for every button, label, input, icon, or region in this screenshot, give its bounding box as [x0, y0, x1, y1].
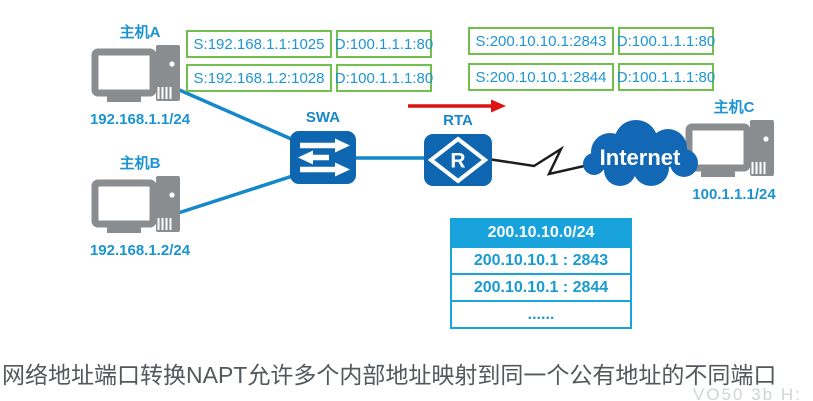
packet-src: S:200.10.10.1:2844	[468, 63, 614, 91]
napt-table-row: ......	[452, 300, 630, 327]
host-c-label: 主机C	[713, 99, 755, 116]
packet-dst: D:100.1.1.1:80	[335, 64, 433, 92]
host-b-label: 主机B	[119, 155, 161, 172]
packet-src: S:192.168.1.1:1025	[186, 30, 332, 58]
caption-text: 网络地址端口转换NAPT允许多个内部地址映射到同一个公有地址的不同端口	[2, 362, 777, 388]
link-hosta-switch	[167, 83, 306, 147]
computer-icon	[685, 120, 774, 177]
packet-private-2: S:192.168.1.2:1028 D:100.1.1.1:80	[186, 64, 433, 92]
host-c: 主机C 100.1.1.1/24	[670, 98, 798, 203]
packet-private-1: S:192.168.1.1:1025 D:100.1.1.1:80	[186, 30, 433, 58]
napt-table-row: 200.10.10.1 : 2843	[452, 246, 630, 273]
host-a-label: 主机A	[119, 24, 161, 41]
link-hostb-switch	[171, 170, 306, 217]
packet-public-1: S:200.10.10.1:2843 D:100.1.1.1:80	[468, 27, 715, 55]
host-b-ip: 192.168.1.2/24	[89, 242, 191, 259]
computer-icon	[91, 45, 180, 102]
switch-icon	[290, 131, 356, 184]
serial-link-zigzag	[487, 145, 603, 176]
computer-icon	[91, 176, 180, 233]
packet-src: S:192.168.1.2:1028	[186, 64, 332, 92]
host-a-ip: 192.168.1.1/24	[89, 111, 191, 128]
internet-label: Internet	[600, 145, 681, 170]
host-a: 主机A 192.168.1.1/24	[80, 23, 200, 128]
watermark-fragment: VO50 3b H:	[693, 385, 802, 401]
packet-dst: D:100.1.1.1:80	[617, 27, 715, 55]
packet-dst: D:100.1.1.1:80	[617, 63, 715, 91]
napt-table-row: 200.10.10.1 : 2844	[452, 273, 630, 300]
packet-dst: D:100.1.1.1:80	[335, 30, 433, 58]
host-b: 主机B 192.168.1.2/24	[80, 154, 200, 259]
packet-public-2: S:200.10.10.1:2844 D:100.1.1.1:80	[468, 63, 715, 91]
napt-table-header: 200.10.10.0/24	[452, 220, 630, 246]
router-label: RTA	[443, 112, 473, 129]
router-icon: R	[424, 134, 492, 186]
switch-label: SWA	[305, 109, 341, 126]
flow-arrow-head	[491, 99, 506, 113]
internet-cloud-icon: Internet	[583, 120, 698, 186]
host-c-ip: 100.1.1.1/24	[692, 186, 776, 203]
napt-table: 200.10.10.0/24 200.10.10.1 : 2843 200.10…	[450, 218, 632, 329]
router-glyph: R	[450, 150, 465, 173]
packet-src: S:200.10.10.1:2843	[468, 27, 614, 55]
